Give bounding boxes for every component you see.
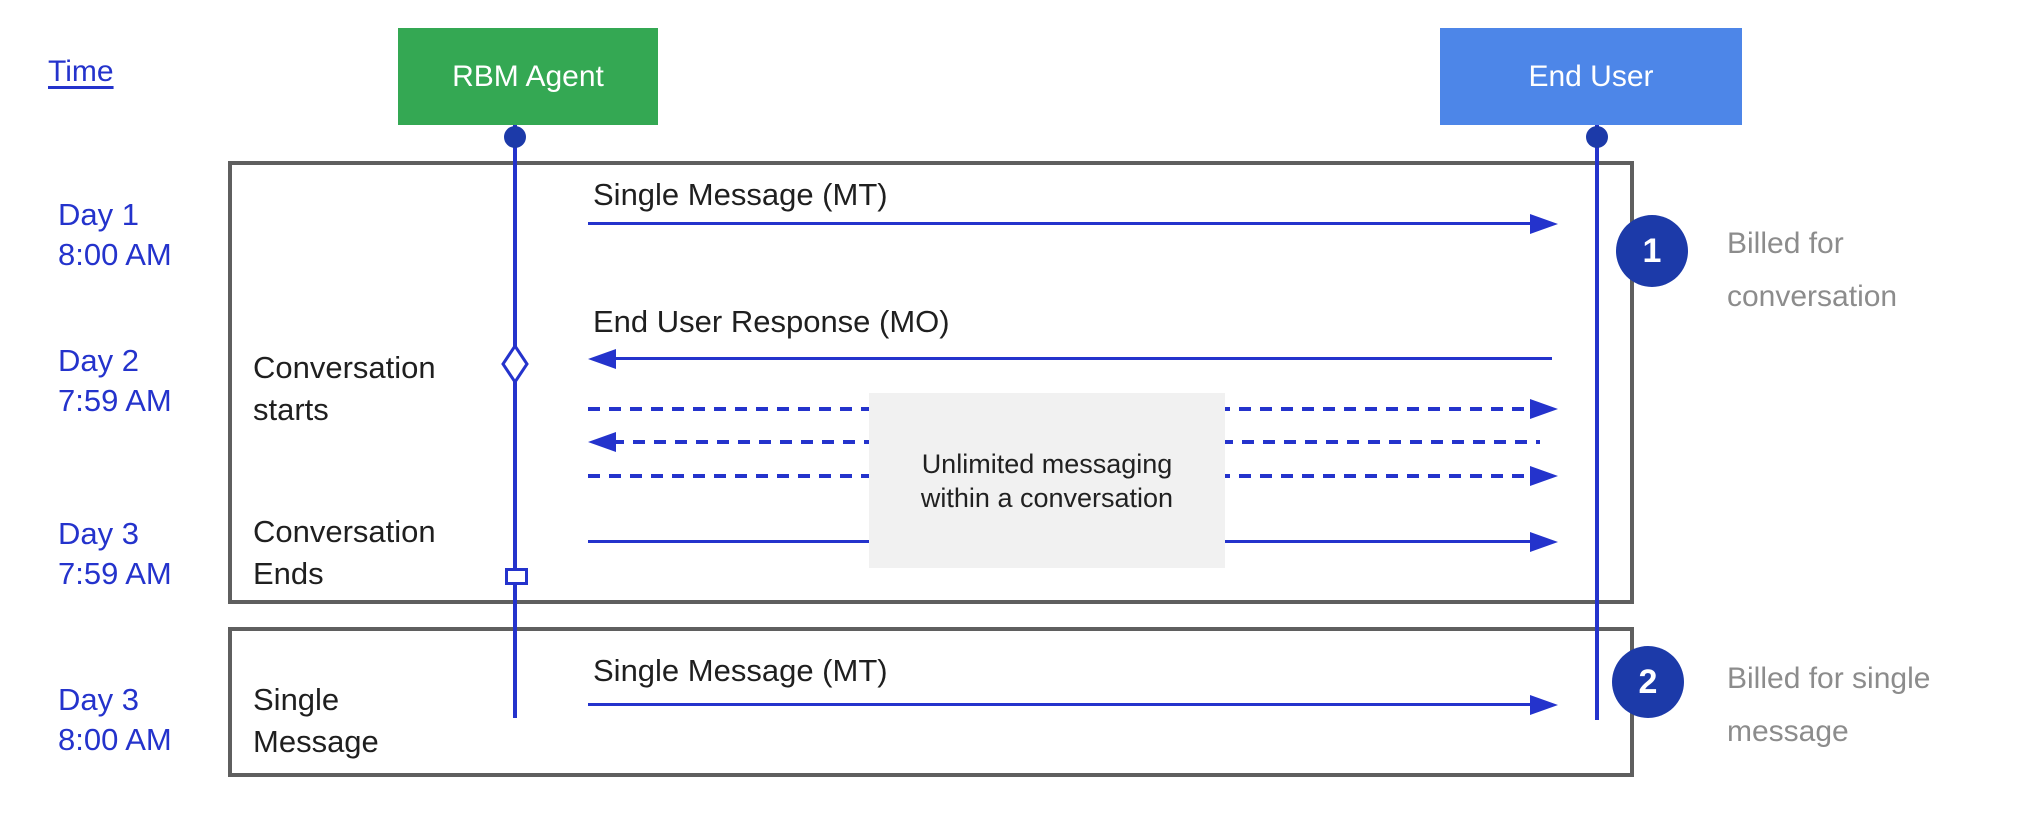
timeline-day1-time: 8:00 AM bbox=[58, 237, 172, 272]
arrow-head-left-icon bbox=[588, 349, 616, 369]
user-lifeline-dot bbox=[1586, 126, 1608, 148]
timeline-day2: Day 2 7:59 AM bbox=[58, 341, 172, 421]
timeline-day2-time: 7:59 AM bbox=[58, 383, 172, 418]
arrow-head-left-icon bbox=[588, 432, 616, 452]
arrow-head-right-icon bbox=[1530, 399, 1558, 419]
timeline-day1-day: Day 1 bbox=[58, 197, 139, 232]
mo-message-label: End User Response (MO) bbox=[593, 304, 950, 339]
single-message-label: Single Message bbox=[253, 682, 379, 759]
timeline-day1: Day 1 8:00 AM bbox=[58, 195, 172, 275]
mt1-message-label: Single Message (MT) bbox=[593, 177, 888, 212]
arrow-head-right-icon bbox=[1530, 466, 1558, 486]
billed-for-conversation-text: Billed for conversation bbox=[1727, 227, 1898, 313]
conversation-end-square-icon bbox=[505, 568, 528, 585]
conversation-starts-label: Conversation starts bbox=[253, 350, 436, 427]
agent-lifeline-dot bbox=[504, 126, 526, 148]
unlimited-messaging-note: Unlimited messaging within a conversatio… bbox=[869, 393, 1225, 568]
timeline-day3-single-day: Day 3 bbox=[58, 682, 139, 717]
timeline-day3-single: Day 3 8:00 AM bbox=[58, 680, 172, 760]
timeline-day3-single-time: 8:00 AM bbox=[58, 722, 172, 757]
conversation-ends-label: Conversation Ends bbox=[253, 514, 436, 591]
timeline-day3-end-time: 7:59 AM bbox=[58, 556, 172, 591]
user-lifeline bbox=[1595, 125, 1599, 720]
timeline-day3-end-day: Day 3 bbox=[58, 516, 139, 551]
billed-for-single-message-text: Billed for single message bbox=[1727, 662, 1931, 748]
agent-lifeline bbox=[513, 125, 517, 718]
billing-badge-2: 2 bbox=[1612, 646, 1684, 718]
actor-box-rbm-agent: RBM Agent bbox=[398, 28, 658, 125]
actor-box-end-user: End User bbox=[1440, 28, 1742, 125]
timeline-day3-end: Day 3 7:59 AM bbox=[58, 514, 172, 594]
mt2-arrow bbox=[588, 695, 1558, 715]
mo-arrow bbox=[588, 349, 1552, 369]
conversation-start-diamond-icon bbox=[501, 343, 529, 385]
mt2-message-label: Single Message (MT) bbox=[593, 653, 888, 688]
billing-badge-1: 1 bbox=[1616, 215, 1688, 287]
conversation-frame bbox=[228, 161, 1634, 604]
time-axis-label: Time bbox=[48, 55, 114, 88]
mt1-arrow bbox=[588, 214, 1558, 234]
arrow-head-right-icon bbox=[1530, 214, 1558, 234]
arrow-head-right-icon bbox=[1530, 532, 1558, 552]
timeline-day2-day: Day 2 bbox=[58, 343, 139, 378]
arrow-head-right-icon bbox=[1530, 695, 1558, 715]
